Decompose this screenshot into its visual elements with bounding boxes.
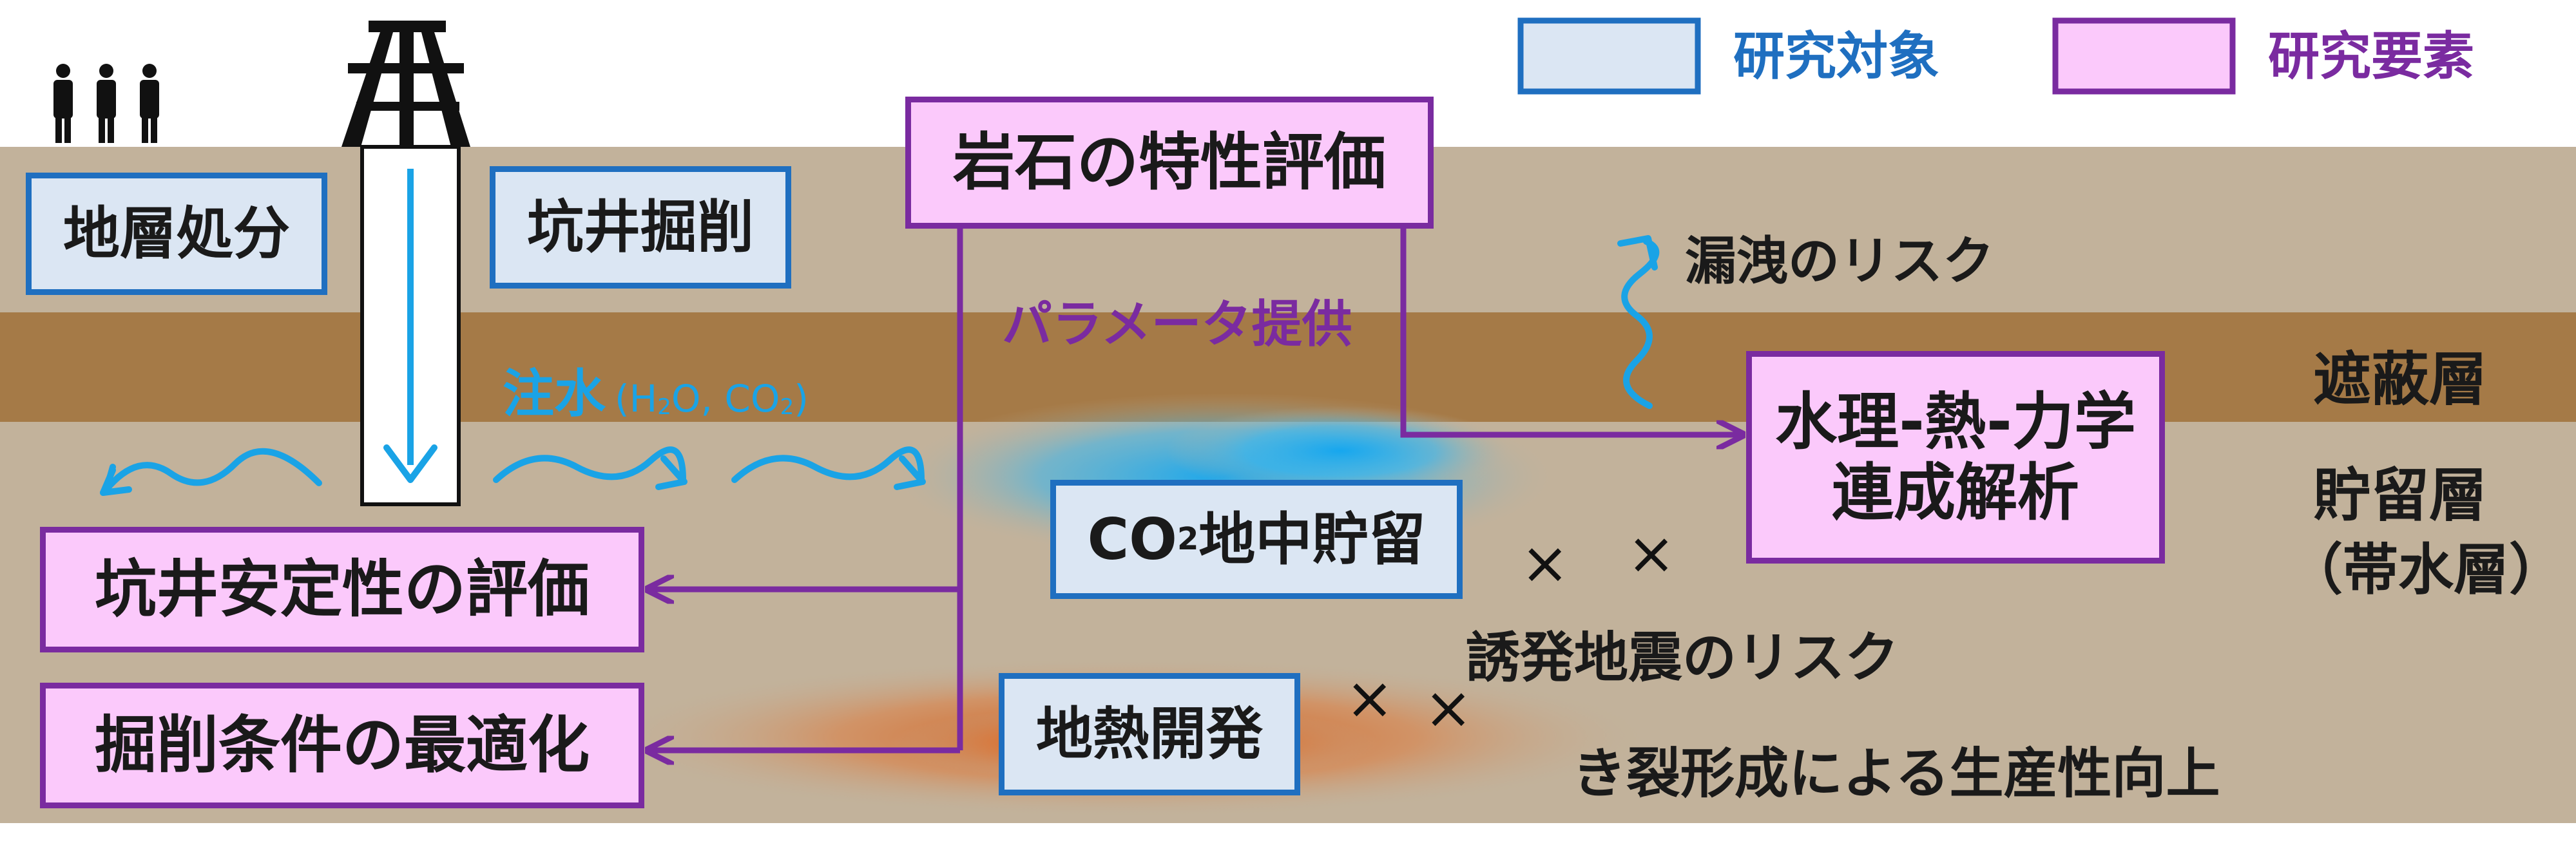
well-drilling-box: 坑井掘削 — [490, 166, 791, 289]
injection-detail-sub1: 2 — [657, 394, 671, 421]
injection-label: 注水(H2O, CO2) — [503, 366, 809, 422]
seismic-event-mark: × — [1424, 674, 1473, 742]
co2-storage-subscript: 2 — [1177, 520, 1199, 557]
legend-target-swatch — [1517, 17, 1701, 95]
injection-detail-a: (H — [615, 377, 658, 421]
injection-main: 注水 — [503, 364, 606, 424]
seismic-event-mark: × — [1521, 529, 1570, 597]
leakage-arrow — [1617, 235, 1660, 409]
borehole-stability-box: 坑井安定性の評価 — [40, 527, 644, 652]
geothermal-box: 地熱開発 — [999, 673, 1300, 795]
injection-detail-c: ) — [794, 377, 809, 421]
legend-element-label: 研究要素 — [2268, 26, 2474, 86]
leakage-risk-label: 漏洩のリスク — [1685, 231, 1994, 291]
seismic-event-mark: × — [1627, 520, 1676, 587]
coupled-analysis-box: 水理-熱-力学 連成解析 — [1746, 351, 2165, 564]
co2-storage-prefix: CO — [1087, 506, 1177, 573]
parameter-supply-label: パラメータ提供 — [1002, 296, 1352, 354]
bottom-margin — [0, 823, 2576, 845]
caprock-label: 遮蔽層 — [2313, 346, 2487, 413]
reservoir-label: 貯留層 — [2313, 462, 2487, 529]
drilling-optimization-box: 掘削条件の最適化 — [40, 683, 644, 808]
rock-characterization-box: 岩石の特性評価 — [905, 97, 1434, 229]
reservoir-aquifer-label: （帯水層） — [2287, 538, 2564, 602]
injection-wave-arrows — [100, 446, 926, 496]
drilling-derrick-icon — [341, 21, 470, 147]
people-icon — [53, 64, 159, 143]
coupled-analysis-line2: 連成解析 — [1832, 457, 2079, 529]
co2-plume-core — [1166, 406, 1514, 496]
fracture-productivity-label: き裂形成による生産性向上 — [1572, 742, 2220, 805]
injection-detail-sub2: 2 — [780, 394, 794, 421]
coupled-analysis-line1: 水理-熱-力学 — [1775, 385, 2136, 458]
flow-connectors — [651, 227, 1740, 750]
geological-disposal-box: 地層処分 — [26, 173, 327, 295]
legend-element-swatch — [2052, 17, 2236, 95]
legend-target-label: 研究対象 — [1733, 26, 1939, 86]
injection-detail-b: O, CO — [671, 377, 780, 421]
co2-storage-suffix: 地中貯留 — [1198, 506, 1426, 573]
induced-seismicity-label: 誘発地震のリスク — [1466, 626, 1899, 689]
seismic-event-mark: × — [1345, 665, 1394, 732]
